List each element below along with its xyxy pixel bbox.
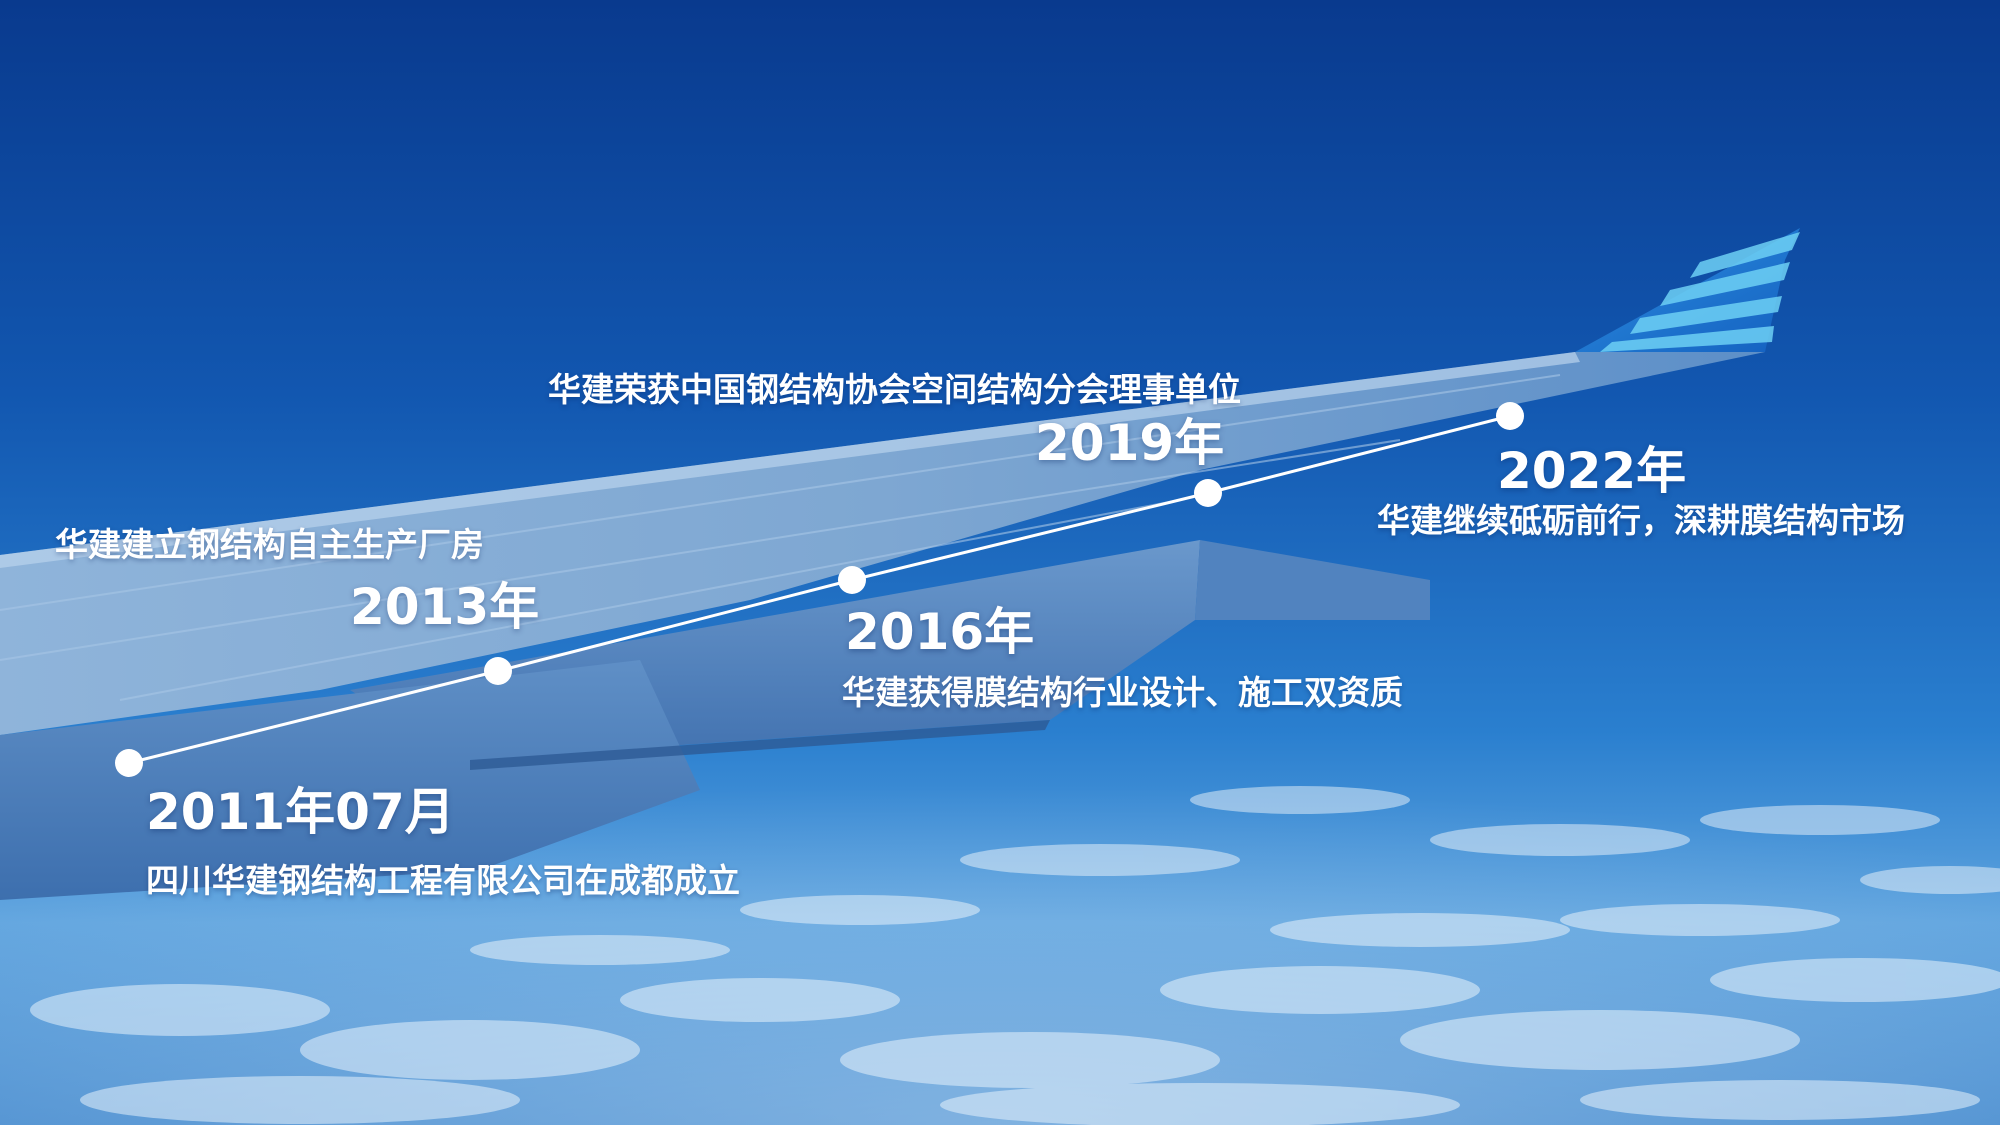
timeline-event-2011: 四川华建钢结构工程有限公司在成都成立	[146, 861, 740, 900]
timeline-node-2013	[484, 657, 512, 685]
timeline-year-2019: 2019年	[1035, 414, 1225, 472]
timeline-event-2019: 华建荣获中国钢结构协会空间结构分会理事单位	[548, 370, 1241, 409]
timeline-node-2016	[838, 566, 866, 594]
timeline-event-2022: 华建继续砥砺前行，深耕膜结构市场	[1377, 501, 1905, 540]
timeline-event-2016: 华建获得膜结构行业设计、施工双资质	[842, 673, 1403, 712]
timeline-year-2016: 2016年	[845, 603, 1035, 661]
timeline-year-2013: 2013年	[350, 578, 540, 636]
timeline-node-2022	[1496, 402, 1524, 430]
timeline-event-2013: 华建建立钢结构自主生产厂房	[55, 525, 484, 564]
timeline-year-2022: 2022年	[1497, 442, 1687, 500]
timeline-node-2019	[1194, 479, 1222, 507]
timeline-year-2011: 2011年07月	[146, 783, 455, 841]
timeline-node-2011	[115, 749, 143, 777]
